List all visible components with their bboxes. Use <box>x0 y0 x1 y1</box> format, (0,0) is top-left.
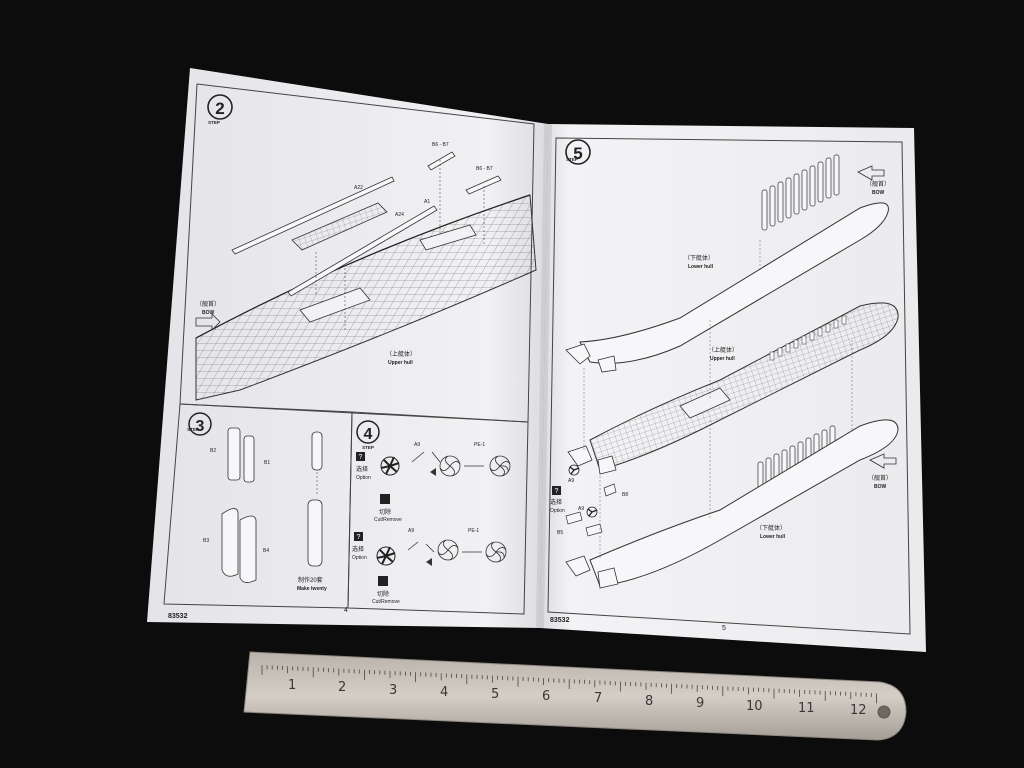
steel-ruler: 1 2 3 4 5 6 7 8 9 10 11 12 <box>243 651 907 741</box>
ruler-number: 7 <box>594 691 602 706</box>
svg-text:3: 3 <box>196 418 205 435</box>
svg-text:（上艇体）: （上艇体） <box>708 346 738 354</box>
svg-text:STEP: STEP <box>362 445 374 450</box>
ruler-number: 6 <box>542 689 550 704</box>
step-5-badge: 5 STEP <box>565 139 591 165</box>
ruler-number: 3 <box>389 683 397 698</box>
svg-text:BOW: BOW <box>874 484 887 490</box>
ruler-number: 8 <box>645 694 653 709</box>
svg-text:Lower hull: Lower hull <box>760 534 786 540</box>
cut-icon <box>380 494 390 504</box>
ruler-number: 9 <box>696 696 704 711</box>
svg-text:切除: 切除 <box>377 590 389 598</box>
svg-text:Make twenty: Make twenty <box>297 586 327 592</box>
svg-text:STEP: STEP <box>187 427 199 432</box>
instruction-sheet: 2 STEP B6 - B7 B6 - B7 <box>147 68 926 652</box>
svg-text:4: 4 <box>364 426 373 443</box>
svg-text:（舰首）: （舰首） <box>868 474 892 482</box>
svg-text:Cut/Remove: Cut/Remove <box>372 599 400 605</box>
ruler-number: 11 <box>798 701 815 716</box>
svg-text:选择: 选择 <box>550 498 562 506</box>
svg-text:B5: B5 <box>557 530 563 536</box>
svg-text:B6 - B7: B6 - B7 <box>476 166 493 172</box>
svg-text:切除: 切除 <box>379 508 391 516</box>
ruler-number: 10 <box>746 699 763 714</box>
svg-text:A9: A9 <box>568 478 574 484</box>
svg-text:PE-1: PE-1 <box>468 528 479 534</box>
svg-text:BOW: BOW <box>872 190 885 196</box>
svg-text:A24: A24 <box>395 212 404 218</box>
ruler-number: 1 <box>288 678 296 693</box>
svg-text:?: ? <box>555 488 559 495</box>
svg-text:?: ? <box>357 534 361 541</box>
ruler-number: 5 <box>491 687 499 702</box>
svg-text:PE-1: PE-1 <box>474 442 485 448</box>
ruler-number: 4 <box>440 685 448 700</box>
ruler-numbers: 1 2 3 4 5 6 7 8 9 10 11 12 <box>288 678 867 718</box>
ruler-ticks <box>261 665 877 704</box>
step-2-badge: 2 STEP <box>207 94 233 125</box>
left-page-number: 4 <box>344 607 348 614</box>
ruler-number: 12 <box>850 703 867 718</box>
svg-text:5: 5 <box>573 144 582 163</box>
right-kit-number: 83532 <box>550 617 570 624</box>
svg-text:（舰首）: （舰首） <box>196 300 220 308</box>
svg-text:Upper hull: Upper hull <box>710 356 735 362</box>
svg-text:A9: A9 <box>414 442 420 448</box>
submarine-assembly-drawing <box>565 154 899 589</box>
svg-text:（下艇体）: （下艇体） <box>684 254 714 262</box>
svg-text:B6 - B7: B6 - B7 <box>432 142 449 148</box>
svg-text:Option: Option <box>352 555 367 561</box>
right-page-number: 5 <box>722 625 726 632</box>
svg-text:Option: Option <box>356 475 371 481</box>
svg-text:制作20套: 制作20套 <box>298 576 323 584</box>
svg-text:STEP: STEP <box>566 157 578 162</box>
svg-text:选择: 选择 <box>352 545 364 553</box>
svg-text:Option: Option <box>550 508 565 514</box>
svg-text:Cut/Remove: Cut/Remove <box>374 517 402 523</box>
svg-text:Upper hull: Upper hull <box>388 360 413 366</box>
svg-text:2: 2 <box>215 99 224 118</box>
option-icon-2: ? <box>354 532 363 541</box>
tube-parts-drawing <box>221 427 323 583</box>
svg-text:B8: B8 <box>622 492 628 498</box>
svg-text:（上艇体）: （上艇体） <box>386 350 416 358</box>
svg-text:A9: A9 <box>578 506 584 512</box>
svg-text:B2: B2 <box>210 448 216 454</box>
cut-icon-2 <box>378 576 388 586</box>
svg-text:BOW: BOW <box>202 310 215 316</box>
svg-text:A22: A22 <box>354 185 363 191</box>
upper-hull-drawing <box>195 151 537 401</box>
step-4-badge: 4 STEP <box>356 420 380 450</box>
svg-text:B4: B4 <box>263 548 269 554</box>
option-icon: ? <box>356 452 365 461</box>
svg-text:A9: A9 <box>408 528 414 534</box>
svg-text:B1: B1 <box>264 460 270 466</box>
svg-text:B3: B3 <box>203 538 209 544</box>
svg-text:?: ? <box>359 454 363 461</box>
svg-text:A1: A1 <box>424 199 430 205</box>
ruler-number: 2 <box>338 680 346 695</box>
step-3-badge: 3 STEP <box>187 412 212 436</box>
svg-text:（舰首）: （舰首） <box>866 180 890 188</box>
left-kit-number: 83532 <box>168 613 188 620</box>
propeller-drawings <box>376 451 511 566</box>
svg-text:STEP: STEP <box>208 120 220 125</box>
svg-text:选择: 选择 <box>356 465 368 473</box>
svg-text:Lower hull: Lower hull <box>688 264 714 270</box>
svg-text:（下艇体）: （下艇体） <box>756 524 786 532</box>
option-icon-3: ? <box>552 486 561 495</box>
